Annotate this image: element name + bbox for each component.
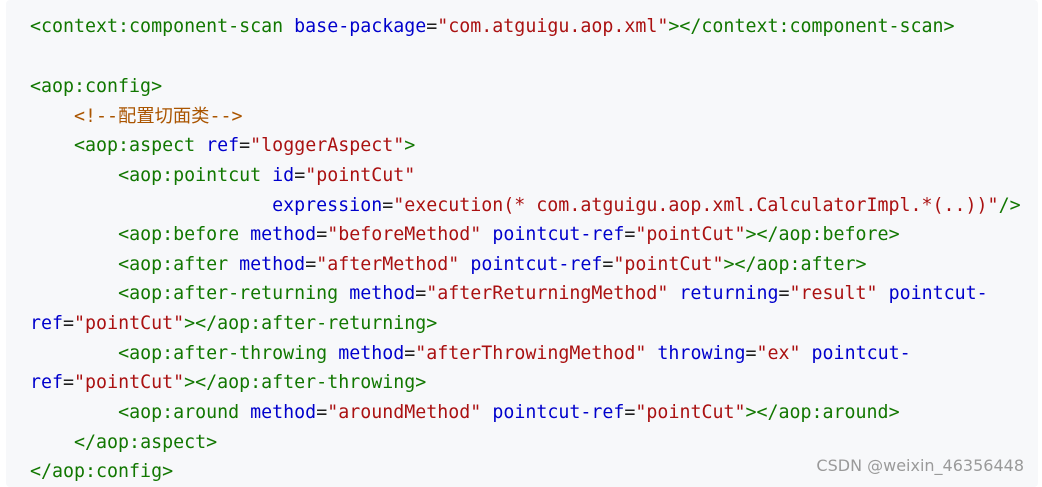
equals-sign: = (316, 402, 328, 423)
xml-value: "pointCut" (305, 165, 416, 186)
xml-tag: > (404, 135, 416, 156)
xml-value: "execution(* com.atguigu.aop.xml.Calcula… (393, 195, 999, 216)
xml-tag: <aop:after-returning (118, 283, 339, 304)
xml-attribute: expression (272, 195, 383, 216)
xml-attribute: ref (30, 372, 64, 393)
xml-value: "afterThrowingMethod" (415, 343, 647, 364)
xml-attribute: pointcut- (888, 283, 988, 304)
xml-value: "loggerAspect" (250, 135, 405, 156)
code-line-1: <context:component-scan base-package="co… (30, 14, 955, 40)
xml-tag: </aop:config> (30, 461, 174, 482)
code-line-3: <aop:config> (30, 74, 162, 100)
equals-sign: = (624, 224, 636, 245)
xml-comment: <!--配置切面类--> (74, 106, 243, 127)
equals-sign: = (305, 254, 317, 275)
xml-attribute: ref (30, 313, 64, 334)
equals-sign: = (404, 343, 416, 364)
xml-attribute: throwing (657, 343, 746, 364)
xml-attribute: pointcut-ref (492, 402, 625, 423)
xml-tag: <aop:before (118, 224, 240, 245)
code-line-11: ref="pointCut"></aop:after-returning> (30, 311, 437, 337)
xml-tag: ></aop:after-throwing> (184, 372, 427, 393)
xml-attribute: base-package (294, 16, 427, 37)
xml-attribute: method (338, 343, 405, 364)
xml-attribute: pointcut-ref (492, 224, 625, 245)
xml-tag: <context:component-scan (30, 16, 284, 37)
xml-value: "afterReturningMethod" (426, 283, 669, 304)
xml-value: "com.atguigu.aop.xml" (437, 16, 669, 37)
xml-attribute: ref (206, 135, 240, 156)
xml-value: "ex" (756, 343, 801, 364)
code-line-16: </aop:config> (30, 459, 173, 485)
xml-tag: /> (998, 195, 1021, 216)
code-line-8: <aop:before method="beforeMethod" pointc… (30, 222, 900, 248)
code-line-9: <aop:after method="afterMethod" pointcut… (30, 252, 867, 278)
code-block: <context:component-scan base-package="co… (6, 0, 1038, 487)
code-line-5: <aop:aspect ref="loggerAspect"> (30, 133, 415, 159)
xml-tag: ></aop:before> (745, 224, 900, 245)
xml-tag: <aop:after-throwing (118, 343, 328, 364)
csdn-watermark: CSDN @weixin_46356448 (816, 456, 1024, 475)
xml-tag: <aop:aspect (74, 135, 196, 156)
xml-tag: <aop:around (118, 402, 240, 423)
xml-attribute: pointcut- (811, 343, 911, 364)
xml-value: "pointCut" (74, 372, 185, 393)
equals-sign: = (745, 343, 757, 364)
xml-tag: ></aop:around> (745, 402, 900, 423)
xml-tag: ></aop:after-returning> (184, 313, 438, 334)
xml-attribute: pointcut-ref (470, 254, 603, 275)
equals-sign: = (63, 313, 75, 334)
equals-sign: = (624, 402, 636, 423)
code-line-12: <aop:after-throwing method="afterThrowin… (30, 341, 911, 367)
code-line-4: <!--配置切面类--> (30, 104, 242, 130)
xml-attribute: method (250, 402, 317, 423)
xml-value: "pointCut" (635, 224, 746, 245)
equals-sign: = (294, 165, 306, 186)
xml-value: "beforeMethod" (327, 224, 482, 245)
xml-attribute: returning (679, 283, 779, 304)
code-line-6: <aop:pointcut id="pointCut" (30, 163, 415, 189)
xml-attribute: method (250, 224, 317, 245)
xml-attribute: method (349, 283, 416, 304)
xml-value: "pointCut" (74, 313, 185, 334)
equals-sign: = (602, 254, 614, 275)
xml-tag: <aop:pointcut (118, 165, 262, 186)
equals-sign: = (239, 135, 251, 156)
code-line-15: </aop:aspect> (30, 430, 217, 456)
xml-attribute: method (239, 254, 306, 275)
xml-value: "aroundMethod" (327, 402, 482, 423)
code-line-10: <aop:after-returning method="afterReturn… (30, 281, 988, 307)
xml-tag: </aop:aspect> (74, 432, 218, 453)
xml-tag: <aop:after (118, 254, 229, 275)
equals-sign: = (426, 16, 438, 37)
equals-sign: = (63, 372, 75, 393)
code-line-13: ref="pointCut"></aop:after-throwing> (30, 370, 426, 396)
xml-value: "result" (789, 283, 878, 304)
code-line-14: <aop:around method="aroundMethod" pointc… (30, 400, 900, 426)
code-line-7: expression="execution(* com.atguigu.aop.… (30, 193, 1021, 219)
xml-value: "pointCut" (613, 254, 724, 275)
xml-attribute: id (272, 165, 295, 186)
equals-sign: = (415, 283, 427, 304)
equals-sign: = (316, 224, 328, 245)
xml-tag: <aop:config> (30, 76, 163, 97)
equals-sign: = (778, 283, 790, 304)
xml-value: "afterMethod" (316, 254, 460, 275)
xml-tag: ></aop:after> (723, 254, 867, 275)
equals-sign: = (382, 195, 394, 216)
xml-tag: ></context:component-scan> (668, 16, 955, 37)
xml-value: "pointCut" (635, 402, 746, 423)
